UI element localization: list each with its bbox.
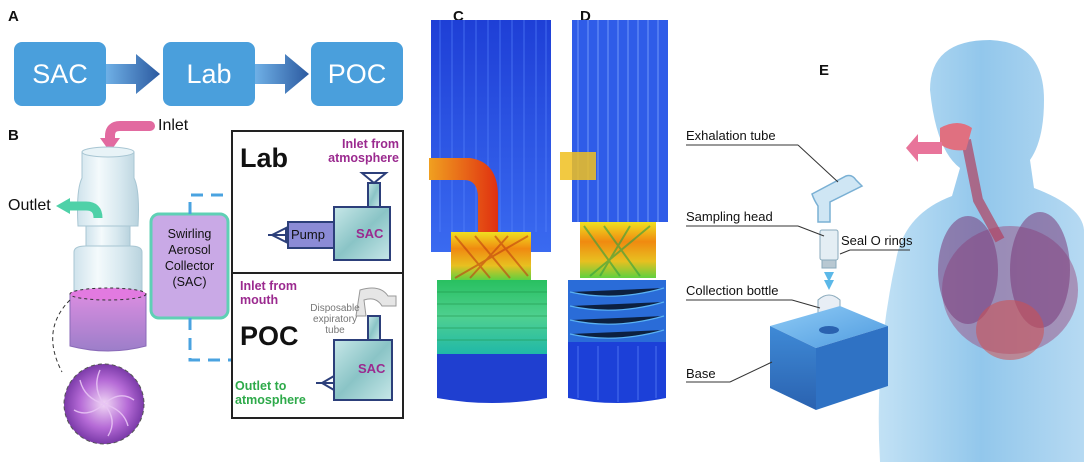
poc-inlet-label: Inlet from mouth xyxy=(240,279,297,307)
panel-label-e: E xyxy=(819,62,830,79)
outlet-label: Outlet xyxy=(8,197,51,214)
collector-label: Swirling Aerosol Collector (SAC) xyxy=(151,226,228,290)
pump-label: Pump xyxy=(291,227,325,242)
panel-label-d: D xyxy=(580,8,591,25)
flow-arrow-1 xyxy=(106,54,160,94)
sampling-head-label: Sampling head xyxy=(686,209,773,224)
flow-box-lab: Lab xyxy=(163,42,255,106)
lab-inlet-line2: atmosphere xyxy=(328,151,399,165)
poc-title: POC xyxy=(240,321,299,351)
flow-box-poc: POC xyxy=(311,42,403,106)
panel-label-b: B xyxy=(8,127,19,144)
flow-arrow-2 xyxy=(255,54,309,94)
expiratory-tube-label: Disposable expiratory tube xyxy=(304,303,366,336)
lab-inlet-label: Inlet from atmosphere xyxy=(315,137,399,165)
poc-inlet-line2: mouth xyxy=(240,293,279,307)
leader-lines xyxy=(686,144,910,383)
exhalation-tube-label: Exhalation tube xyxy=(686,128,776,143)
poc-sac-device xyxy=(316,287,397,401)
device-illustration xyxy=(52,121,155,445)
lab-inlet-line1: Inlet from xyxy=(342,137,399,151)
lab-sac-label: SAC xyxy=(356,226,384,241)
collection-bottle-label: Collection bottle xyxy=(686,283,779,298)
poc-outlet-label: Outlet to atmosphere xyxy=(235,379,306,407)
flow-box-sac: SAC xyxy=(14,42,106,106)
panel-label-c: C xyxy=(453,8,464,25)
base-label: Base xyxy=(686,366,716,381)
collector-label-line2: Aerosol xyxy=(168,243,211,257)
panel-label-a: A xyxy=(8,8,19,25)
expiratory-tube-line2: expiratory xyxy=(313,314,357,325)
collector-label-line3: Collector xyxy=(164,259,215,273)
inlet-label: Inlet xyxy=(158,117,189,134)
cfd-simulation-d xyxy=(560,20,668,403)
lab-title: Lab xyxy=(240,143,289,173)
poc-outlet-line2: atmosphere xyxy=(235,393,306,407)
expiratory-tube-line3: tube xyxy=(325,325,345,336)
expiratory-tube-line1: Disposable xyxy=(310,303,360,314)
poc-outlet-line1: Outlet to xyxy=(235,379,287,393)
poc-inlet-line1: Inlet from xyxy=(240,279,297,293)
cfd-simulation-c xyxy=(429,20,551,403)
human-figure xyxy=(878,40,1084,462)
collector-label-line4: (SAC) xyxy=(172,275,207,289)
sampler-assembly xyxy=(770,174,888,410)
poc-sac-label: SAC xyxy=(358,361,386,376)
lab-sac-device xyxy=(268,172,391,261)
collector-label-line1: Swirling xyxy=(167,227,212,241)
seal-o-rings-label: Seal O rings xyxy=(841,233,913,248)
